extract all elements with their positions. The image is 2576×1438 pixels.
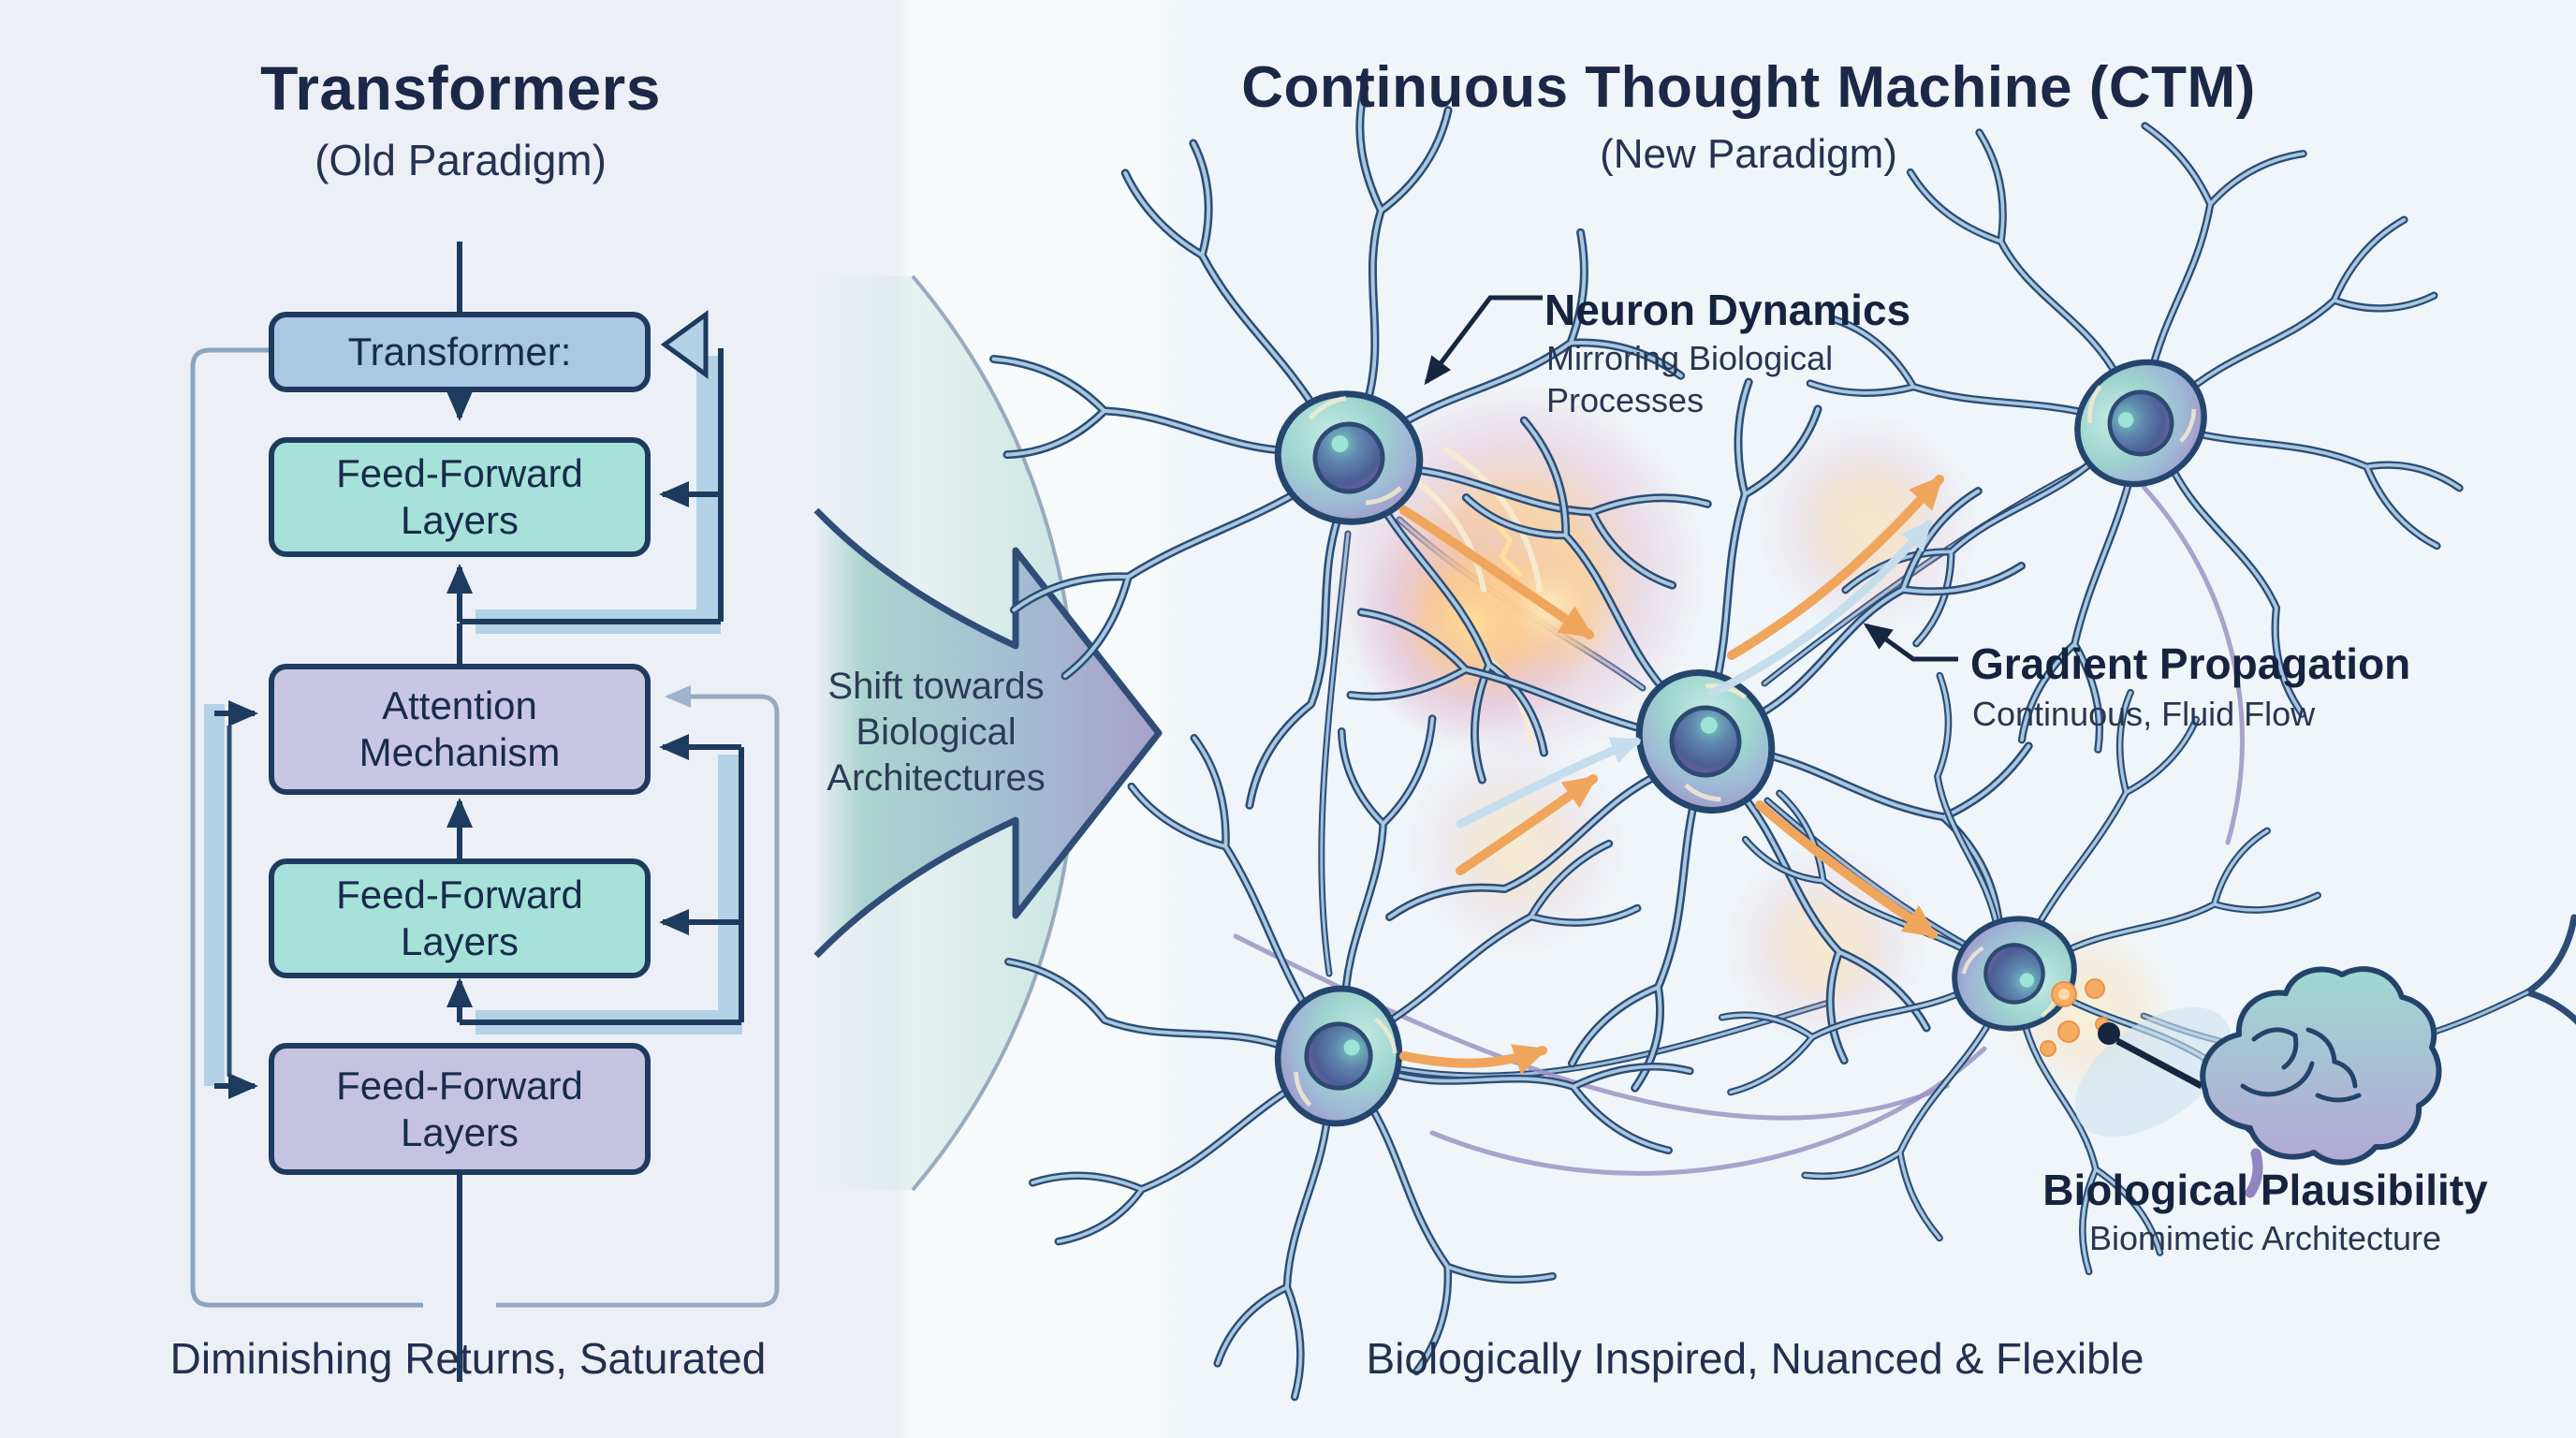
box-text: Transformer: xyxy=(347,330,572,374)
annotation-gradient-propagation-title: Gradient Propagation xyxy=(1970,639,2411,688)
flow-box-label-feed-forward-1: Feed-Forward Layers xyxy=(271,440,648,554)
feedback-arrowhead-icon xyxy=(660,310,709,379)
box-text: Layers xyxy=(400,1109,520,1154)
synapse-pointer-dot xyxy=(2098,1022,2120,1045)
right-panel-caption: Biologically Inspired, Nuanced & Flexibl… xyxy=(1366,1334,2144,1383)
annotation-gradient-propagation-sub: Continuous, Fluid Flow xyxy=(1972,695,2316,733)
flow-box-label-attention: Attention Mechanism xyxy=(271,667,648,792)
left-panel-title: Transformers xyxy=(260,53,661,123)
annotation-biological-plausibility-sub: Biomimetic Architecture xyxy=(2088,1219,2442,1257)
box-text: Attention xyxy=(382,683,537,728)
feed-forward-box-3 xyxy=(269,1043,651,1175)
brain-icon xyxy=(2200,966,2442,1198)
transition-arrow-label: Shift towards Biological Architectures xyxy=(827,664,1045,800)
box-text: Mechanism xyxy=(359,730,561,774)
transition-line: Architectures xyxy=(827,756,1046,799)
box-text: Feed-Forward xyxy=(336,1063,583,1108)
neuron-network xyxy=(925,0,2576,1438)
transformer-flowchart xyxy=(190,242,780,1382)
box-text: Feed-Forward xyxy=(336,451,583,496)
right-panel-subtitle: (New Paradigm) xyxy=(1600,131,1897,177)
transition-line: Shift towards xyxy=(827,666,1045,707)
right-panel-title: Continuous Thought Machine (CTM) xyxy=(1241,55,2256,120)
annotation-neuron-dynamics-sub: Mirroring Biological Processes xyxy=(1546,337,1833,422)
left-panel-subtitle: (Old Paradigm) xyxy=(315,136,607,184)
flow-box-label-feed-forward-2: Feed-Forward Layers xyxy=(271,861,648,976)
flow-box-label-transformer: Transformer: xyxy=(271,315,648,389)
box-text: Layers xyxy=(400,498,520,542)
transition-arrow-icon xyxy=(813,507,1163,959)
gradient-flow-arrows xyxy=(1399,475,1944,1075)
annotation-sub-line: Processes xyxy=(1546,381,1705,420)
annotation-biological-plausibility-title: Biological Plausibility xyxy=(2042,1166,2488,1214)
annotation-neuron-dynamics-title: Neuron Dynamics xyxy=(1544,286,1911,334)
feed-forward-box-1 xyxy=(269,437,651,557)
box-text: Feed-Forward xyxy=(336,873,583,917)
left-panel-caption: Diminishing Returns, Saturated xyxy=(169,1334,767,1383)
synapse-detail xyxy=(2040,978,2232,1137)
transition-line: Biological xyxy=(856,711,1017,753)
annotation-sub-line: Mirroring Biological xyxy=(1546,339,1834,377)
transformer-box xyxy=(269,312,651,392)
flow-box-label-feed-forward-3: Feed-Forward Layers xyxy=(271,1046,648,1172)
attention-box xyxy=(269,664,651,795)
annotation-callouts xyxy=(1424,295,1958,662)
box-text: Layers xyxy=(400,919,520,963)
feed-forward-box-2 xyxy=(269,858,651,978)
